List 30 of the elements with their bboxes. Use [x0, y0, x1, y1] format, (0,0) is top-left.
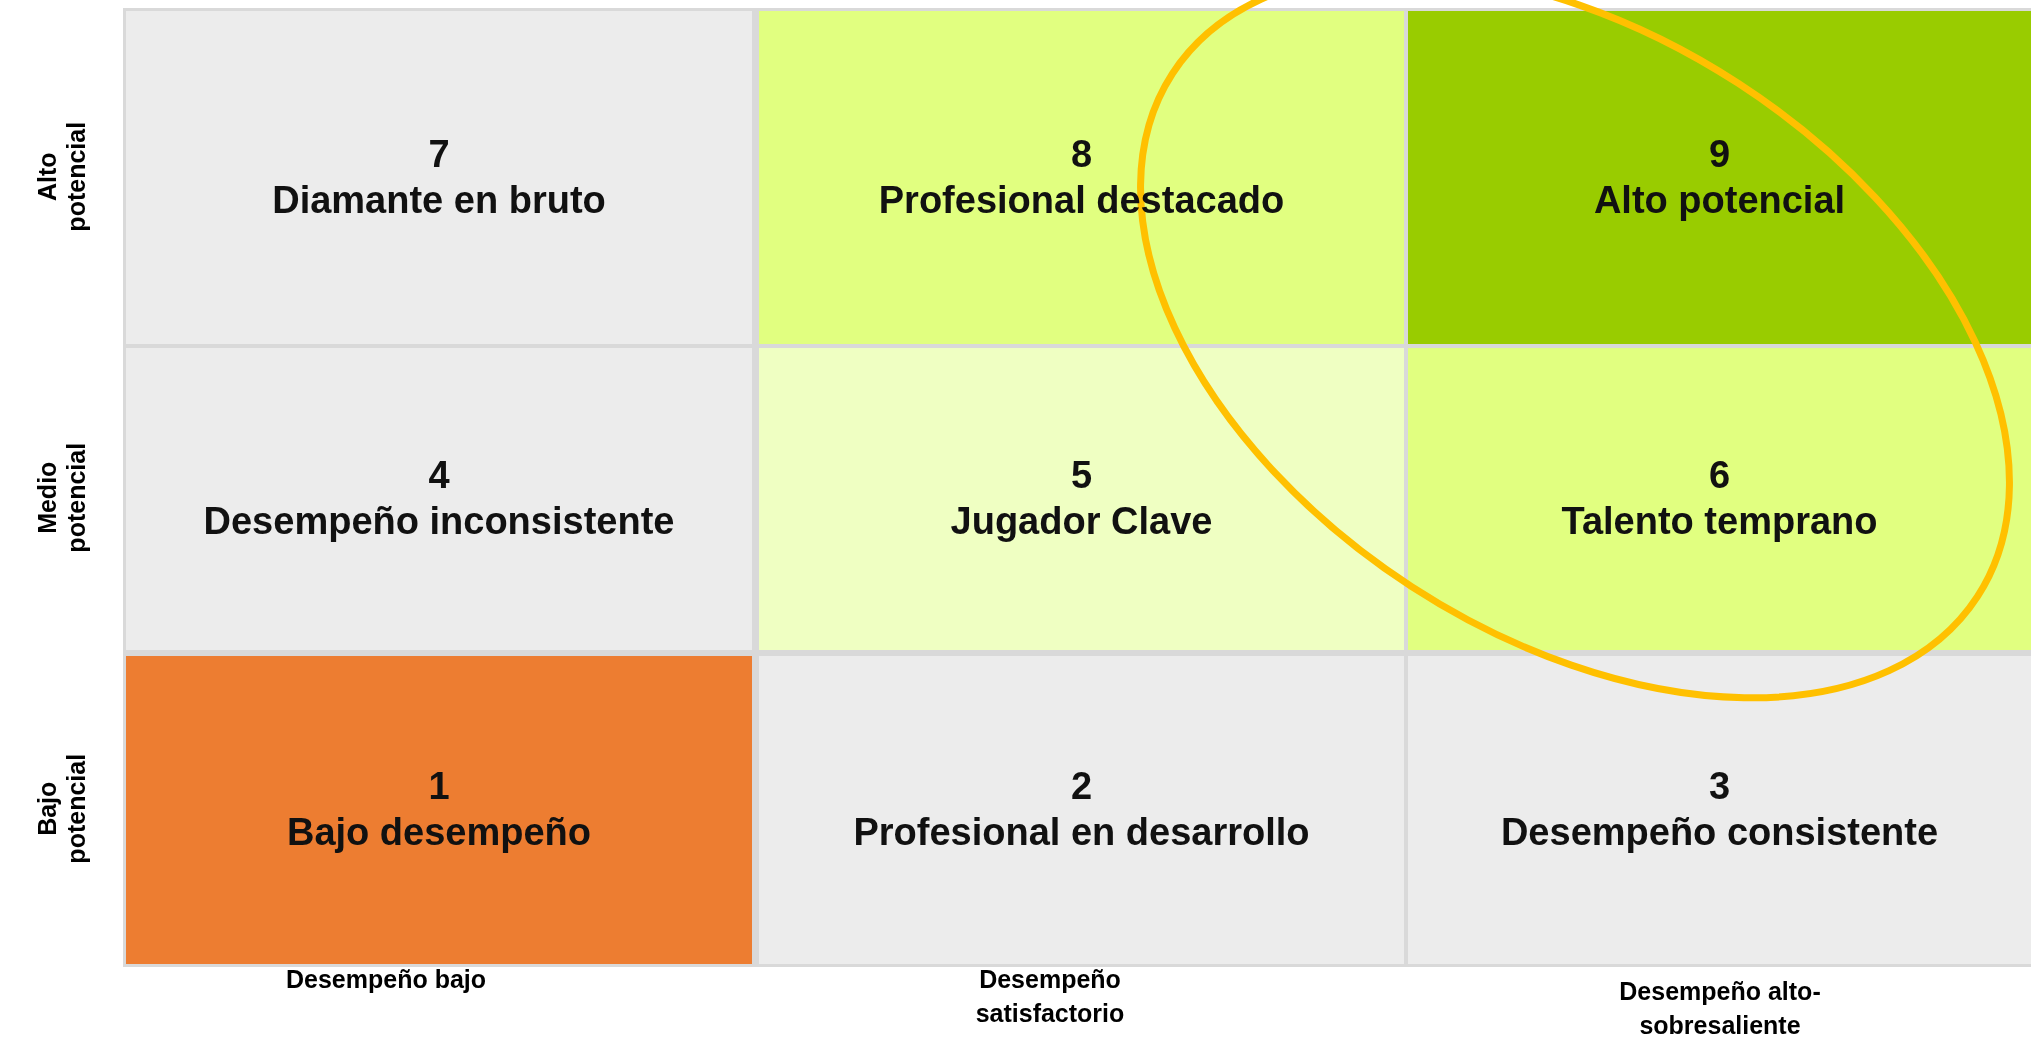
box-number: 4 [428, 453, 450, 499]
box-title: Alto potencial [1593, 177, 1846, 223]
box-number: 8 [1070, 131, 1093, 177]
column-axis-label: Desempeño satisfactorio [974, 964, 1126, 1029]
grid-cell [1408, 656, 2031, 964]
grid-cell [1408, 11, 2031, 344]
box-number: 5 [1070, 453, 1093, 499]
box-number: 7 [428, 131, 450, 177]
box-title: Desempeño consistente [1500, 810, 1939, 855]
box-title: Talento temprano [1561, 499, 1878, 544]
box-title: Desempeño inconsistente [203, 499, 675, 544]
box-number: 6 [1708, 453, 1731, 499]
box-number: 9 [1708, 131, 1731, 177]
row-axis-label: Alto potencial [33, 120, 91, 234]
box-number: 1 [428, 764, 450, 810]
row-axis-label: Medio potencial [33, 441, 91, 555]
box-title: Jugador Clave [950, 499, 1213, 544]
box-number: 3 [1708, 764, 1731, 810]
box-title: Diamante en bruto [272, 177, 606, 223]
grid-cell [759, 348, 1404, 650]
column-axis-label: Desempeño alto-sobresaliente [1618, 976, 1822, 1041]
column-axis-label: Desempeño bajo [284, 964, 488, 995]
grid-cell [126, 656, 752, 964]
box-title: Profesional en desarrollo [853, 810, 1310, 855]
row-axis-label: Bajo potencial [33, 752, 91, 866]
grid-cell [759, 11, 1404, 344]
box-number: 2 [1070, 764, 1093, 810]
box-title: Bajo desempeño [286, 810, 592, 855]
grid-cell [1408, 348, 2031, 650]
box-title: Profesional destacado [878, 177, 1285, 223]
